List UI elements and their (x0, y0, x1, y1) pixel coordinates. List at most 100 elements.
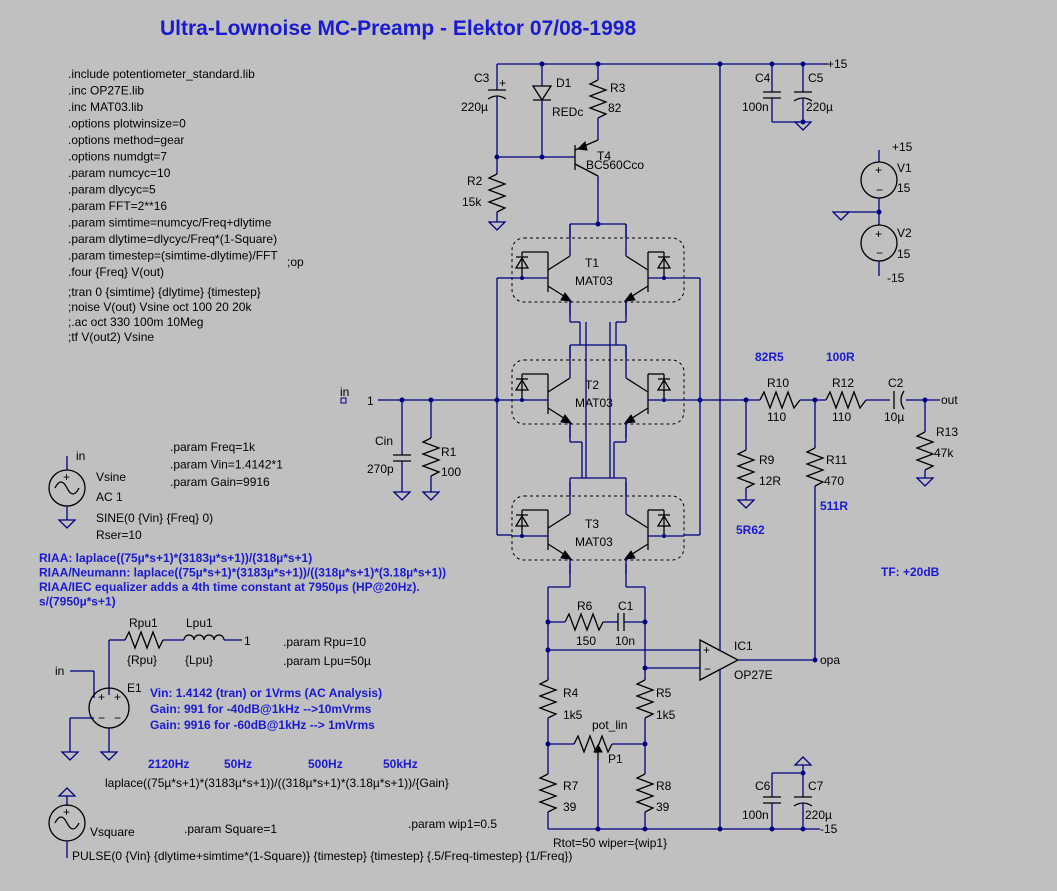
param-mid-line-2: .param Gain=9916 (170, 475, 270, 489)
r12-value: 110 (832, 410, 851, 424)
params-mid: .param Freq=1k.param Vin=1.4142*1.param … (170, 440, 283, 489)
directive-line-10: .param dlytime=dlycyc/Freq*(1-Square) (68, 232, 277, 246)
positive-rail (497, 61, 828, 67)
vsine-name: Vsine (96, 470, 126, 484)
t2-name: T2 (585, 378, 599, 392)
riaa-note-line-2: RIAA/IEC equalizer adds a 4th time const… (39, 580, 420, 594)
net-label-minus15: -15 (820, 822, 838, 836)
directive-op: ;op (287, 255, 304, 269)
v1-value: 15 (897, 181, 911, 195)
t2-value: MAT03 (575, 396, 613, 410)
rtot-label: Rtot=50 wiper={wip1} (553, 836, 667, 850)
r2-value: 15k (462, 195, 482, 209)
svg-text:+: + (98, 690, 105, 704)
svg-text:+: + (875, 163, 882, 177)
v2-minus-label: -15 (887, 271, 905, 285)
directive-line-1: .inc OP27E.lib (68, 84, 144, 98)
r8-value: 39 (656, 800, 670, 814)
c7-value: 220µ (805, 808, 832, 822)
svg-text:−: − (704, 662, 711, 676)
ic1-name: IC1 (734, 639, 753, 653)
gain-notes: Vin: 1.4142 (tran) or 1Vrms (AC Analysis… (150, 686, 382, 732)
param-wip1: .param wip1=0.5 (408, 817, 497, 831)
gain-note-line-0: Vin: 1.4142 (tran) or 1Vrms (AC Analysis… (150, 686, 382, 700)
note-tf: TF: +20dB (881, 565, 940, 579)
c5-value: 220µ (806, 100, 833, 114)
voltage-source-vsquare: + (48, 787, 86, 858)
param-mid-line-0: .param Freq=1k (170, 440, 256, 454)
r3-value: 82 (608, 101, 622, 115)
gain-note-line-2: Gain: 9916 for -60dB@1kHz --> 1mVrms (150, 718, 375, 732)
v2-value: 15 (897, 247, 911, 261)
p1-name: P1 (608, 752, 623, 766)
ground-v1v2 (832, 209, 882, 221)
capacitor-c2 (893, 390, 905, 410)
r10-name: R10 (767, 376, 789, 390)
commented-directive-line-2: ;.ac oct 330 100m 10Meg (68, 315, 203, 329)
directive-line-4: .options method=gear (68, 133, 184, 147)
c4-value: 100n (742, 100, 769, 114)
param-lpu: .param Lpu=50µ (283, 654, 371, 668)
directive-line-3: .options plotwinsize=0 (68, 117, 186, 131)
c3-value: 220µ (461, 100, 488, 114)
transistor-pair-t2 (511, 346, 685, 438)
directive-line-8: .param FFT=2**16 (68, 199, 167, 213)
r13-name: R13 (936, 425, 958, 439)
svg-text:−: − (876, 246, 883, 260)
transistor-pair-t1 (511, 224, 685, 316)
svg-text:−: − (876, 183, 883, 197)
vsquare-pulse: PULSE(0 {Vin} {dlytime+simtime*(1-Square… (72, 849, 572, 863)
r6-name: R6 (577, 599, 593, 613)
r9-value: 12R (759, 474, 781, 488)
riaa-note-line-3: s/(7950µ*s+1) (39, 595, 116, 609)
net-label-opa: opa (820, 653, 840, 667)
voltage-source-v2: + − (860, 224, 898, 276)
r4-value: 1k5 (563, 708, 583, 722)
c1-value: 10n (615, 634, 635, 648)
param-rpu: .param Rpu=10 (283, 635, 366, 649)
c6-name: C6 (755, 779, 771, 793)
capacitor-c7 (793, 756, 813, 829)
resistor-r13 (915, 400, 935, 487)
spice-directives: .include potentiometer_standard.lib .inc … (68, 67, 278, 279)
svg-text:+: + (63, 470, 70, 484)
cin-value: 270p (367, 462, 394, 476)
t4-value: BC560Cco (586, 158, 644, 172)
ic1-value: OP27E (734, 668, 773, 682)
c2-value: 10µ (884, 410, 904, 424)
c6-value: 100n (742, 808, 769, 822)
vsine-ac: AC 1 (96, 490, 123, 504)
page-title: Ultra-Lownoise MC-Preamp - Elektor 07/08… (160, 17, 636, 40)
d1-name: D1 (556, 76, 572, 90)
vsine-rser: Rser=10 (96, 528, 142, 542)
vsine-node: in (76, 449, 85, 463)
directive-line-0: .include potentiometer_standard.lib (68, 67, 255, 81)
capacitor-c3: + (487, 64, 507, 157)
v1-plus-label: +15 (892, 140, 913, 154)
e1-in-label: in (55, 664, 64, 678)
resistor-r10 (759, 390, 801, 410)
resistor-r4 (538, 679, 558, 774)
svg-text:+: + (499, 76, 506, 90)
resistor-r7 (538, 773, 558, 829)
commented-directive-line-1: ;noise V(out) Vsine oct 100 20 20k (68, 300, 252, 314)
pickup-model: + − + − (61, 630, 242, 761)
t3-name: T3 (585, 517, 599, 531)
p1-value: pot_lin (592, 718, 627, 732)
capacitor-cin (393, 400, 411, 501)
r2-name: R2 (467, 174, 483, 188)
r4-name: R4 (563, 686, 579, 700)
r3-name: R3 (610, 81, 626, 95)
t1-value: MAT03 (575, 274, 613, 288)
freq-label-0: 2120Hz (148, 757, 189, 771)
note-100r: 100R (826, 350, 855, 364)
net-label-1: 1 (367, 394, 374, 408)
commented-directive-line-3: ;tf V(out2) Vsine (68, 330, 154, 344)
svg-text:+: + (114, 690, 121, 704)
net-label-out: out (941, 393, 958, 407)
directive-line-6: .param numcyc=10 (68, 166, 171, 180)
lpu1-value: {Lpu} (185, 653, 213, 667)
t4-name: T4 (597, 149, 611, 163)
